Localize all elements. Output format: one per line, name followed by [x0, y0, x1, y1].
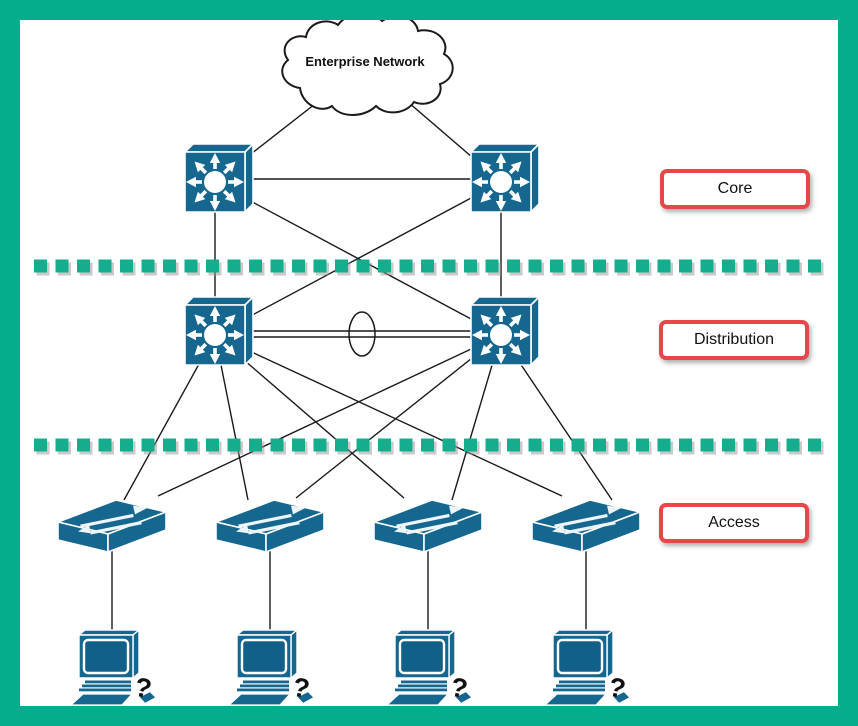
- access-switch-4 workgroup-switch-icon: [531, 499, 641, 553]
- distribution-switch-1 multilayer-switch-icon: [185, 297, 253, 365]
- core-distribution-separator: [34, 259, 827, 276]
- link-core2-dist1: [214, 181, 502, 336]
- workstation-3 pc-icon: [385, 628, 474, 707]
- access-switch-2 workgroup-switch-icon: [215, 499, 325, 553]
- access-switch-3 workgroup-switch-icon: [373, 499, 483, 553]
- layer-label-access-text: Access: [708, 514, 760, 531]
- layer-label-distribution-text: Distribution: [693, 331, 775, 348]
- distribution-access-separator: [34, 438, 827, 455]
- workstation-2 pc-icon: [227, 628, 316, 707]
- workstation-4 pc-icon: [543, 628, 632, 707]
- cloud-label: Enterprise Network: [305, 54, 425, 69]
- cloud-icon: [281, 12, 454, 116]
- core-switch-2 multilayer-switch-icon: [471, 144, 539, 212]
- distribution-switch-2 multilayer-switch-icon: [471, 297, 539, 365]
- link-dist2-access2: [295, 334, 502, 499]
- core-switch-1 multilayer-switch-icon: [185, 144, 253, 212]
- workstation-1 pc-icon: [69, 628, 158, 707]
- layer-label-access: Access: [659, 503, 809, 543]
- layer-label-core-text: Core: [717, 180, 753, 197]
- layer-label-core: Core: [660, 169, 810, 209]
- link-dist2-access1: [157, 334, 502, 497]
- layer-label-distribution: Distribution: [659, 320, 809, 360]
- channel-ellipse-icon: [348, 311, 376, 357]
- access-switch-1 workgroup-switch-icon: [57, 499, 167, 553]
- link-dist1-access4: [214, 334, 563, 497]
